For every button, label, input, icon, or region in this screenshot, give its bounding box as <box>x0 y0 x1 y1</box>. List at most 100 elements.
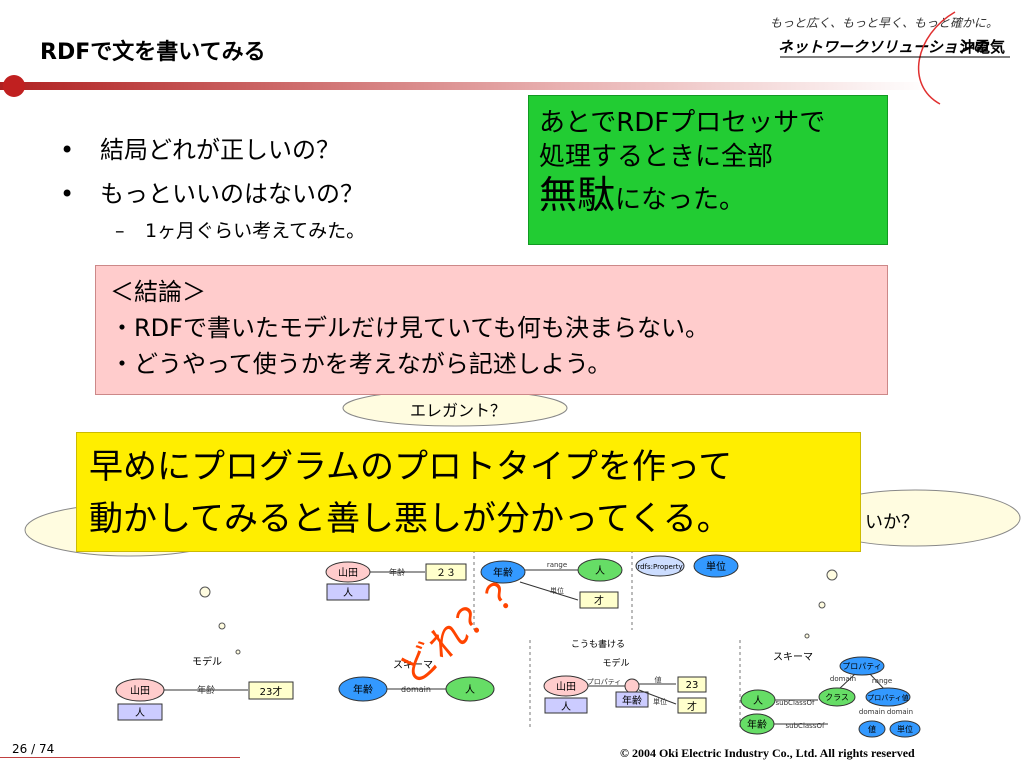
node-hito-label: 人 <box>465 684 475 696</box>
literal-box <box>248 681 294 700</box>
node-class <box>818 687 856 707</box>
node-hito <box>445 676 495 702</box>
literal-value: 23才 <box>260 685 283 698</box>
edge-label: range <box>872 677 892 685</box>
edge-label: subClassOf <box>776 699 815 707</box>
key-message-box: 早めにプログラムのプロトタイプを作って 動かしてみると善し悪しが分かってくる。 <box>76 432 861 552</box>
sub-bullet-item: –1ヶ月ぐらい考えてみた。 <box>60 216 520 246</box>
cloud-elegant-text: エレガント？ <box>410 401 507 420</box>
node-atai-label: 値 <box>868 724 876 734</box>
green-line-3-rest: になった。 <box>615 185 746 215</box>
section-label: こうも書ける <box>571 638 625 650</box>
blank-node <box>624 678 640 694</box>
node-hito-label: 人 <box>595 565 605 577</box>
bullet-mark: • <box>60 136 75 164</box>
node-nenrei-label: 年齢 <box>493 566 513 579</box>
copyright: © 2004 Oki Electric Industry Co., Ltd. A… <box>620 746 915 760</box>
literal-box <box>425 563 467 581</box>
edge-label: 単位 <box>550 586 564 595</box>
edge-label: domain <box>859 708 885 716</box>
green-line-1: あとでRDFプロセッサで <box>539 108 826 138</box>
green-callout: あとでRDFプロセッサで 処理するときに全部 無駄になった。 <box>528 95 888 245</box>
thought-bubble <box>218 622 226 630</box>
bullet-item: • もっといいのはないの？ <box>60 172 520 216</box>
type-box <box>326 583 370 601</box>
thought-bubble <box>804 633 810 639</box>
logo-name: ネットワークソリューションの <box>778 38 988 56</box>
key-message-line-1: 早めにプログラムのプロトタイプを作って <box>89 447 733 487</box>
cloud-right-text: いか？ <box>865 512 919 533</box>
type-label: 人 <box>135 707 145 719</box>
edge-label: subClassOf <box>786 722 825 730</box>
thought-bubble <box>818 601 826 609</box>
node-yamada-label: 山田 <box>338 567 358 579</box>
node-class-label: クラス <box>825 693 849 702</box>
green-line-2: 処理するときに全部 <box>539 142 774 172</box>
type-box <box>544 697 588 714</box>
literal-value: 才 <box>687 700 697 713</box>
node-property-value-label: プロパティ値 <box>867 693 909 702</box>
node-atai <box>858 720 886 738</box>
node-tani <box>889 720 921 738</box>
bullet-list: • 結局どれが正しいの？ • もっといいのはないの？ –1ヶ月ぐらい考えてみた。 <box>60 128 520 246</box>
node-hito <box>577 558 623 582</box>
key-message-line-2: 動かしてみると善し悪しが分かってくる。 <box>89 499 731 539</box>
edge-label: domain <box>401 685 431 694</box>
conclusion-heading: ＜結論＞ <box>110 278 206 306</box>
edge-label: 年齢 <box>389 567 405 577</box>
green-line-3: 無駄になった。 <box>539 176 887 217</box>
page-number: 26 / 74 <box>12 742 55 756</box>
type-label: 人 <box>561 701 571 713</box>
footer-rule <box>0 757 240 758</box>
bullet-mark: • <box>60 180 75 208</box>
conclusion-point-1: ・RDFで書いたモデルだけ見ていても何も決まらない。 <box>110 314 710 342</box>
header-decoration <box>0 11 1010 105</box>
edge <box>869 673 886 691</box>
logo-swoosh <box>917 11 956 105</box>
edge-label: 単位 <box>653 697 667 706</box>
edge <box>519 581 579 601</box>
edge-label: domain <box>830 675 856 683</box>
node-tani-label: 単位 <box>706 560 726 573</box>
type-box <box>615 691 649 708</box>
type-label: 人 <box>343 587 353 599</box>
header-dot <box>3 75 25 97</box>
section-label: スキーマ <box>773 652 813 663</box>
thought-bubble <box>826 569 838 581</box>
literal-box <box>579 591 619 609</box>
edge-label: 値 <box>655 675 662 684</box>
edge-label: 年齢 <box>197 684 215 696</box>
section-label: モデル <box>602 657 629 669</box>
thought-bubble <box>235 649 241 655</box>
node-property <box>839 656 885 676</box>
literal-box <box>677 697 707 714</box>
bullet-text: 結局どれが正しいの？ <box>100 136 340 164</box>
node-rdfs-property <box>635 555 685 577</box>
literal-value: 23 <box>686 680 699 691</box>
bullet-item: • 結局どれが正しいの？ <box>60 128 520 172</box>
section-label: スキーマ <box>393 660 433 671</box>
green-emphasis: 無駄 <box>539 173 616 217</box>
slide-title: RDFで文を書いてみる <box>40 40 266 65</box>
node-rdfs-property-label: rdfs:Property <box>637 563 682 571</box>
bullet-text: もっといいのはないの？ <box>100 180 364 208</box>
edge-label: range <box>547 561 567 569</box>
type-box <box>117 703 163 721</box>
edge-label: プロパティ <box>587 678 622 686</box>
conclusion-point-2: ・どうやって使うかを考えながら記述しよう。 <box>110 350 612 378</box>
cloud-elegant <box>342 390 568 427</box>
node-nenrei <box>480 560 526 584</box>
literal-value: 才 <box>594 594 604 607</box>
section-label: モデル <box>192 655 222 668</box>
sub-bullet-mark: – <box>115 220 125 242</box>
logo-company: 沖電気 <box>960 38 1006 56</box>
node-yamada-label: 山田 <box>130 685 150 697</box>
node-tani-label: 単位 <box>897 724 913 734</box>
node-hito-label: 人 <box>753 695 763 707</box>
node-nenrei-label: 年齢 <box>747 718 767 731</box>
node-property-label: プロパティ <box>842 662 882 671</box>
node-nenrei-label: 年齢 <box>353 683 373 696</box>
header-rule <box>0 82 930 90</box>
conclusion-box: ＜結論＞ ・RDFで書いたモデルだけ見ていても何も決まらない。 ・どうやって使う… <box>95 265 888 395</box>
edge <box>638 689 677 705</box>
